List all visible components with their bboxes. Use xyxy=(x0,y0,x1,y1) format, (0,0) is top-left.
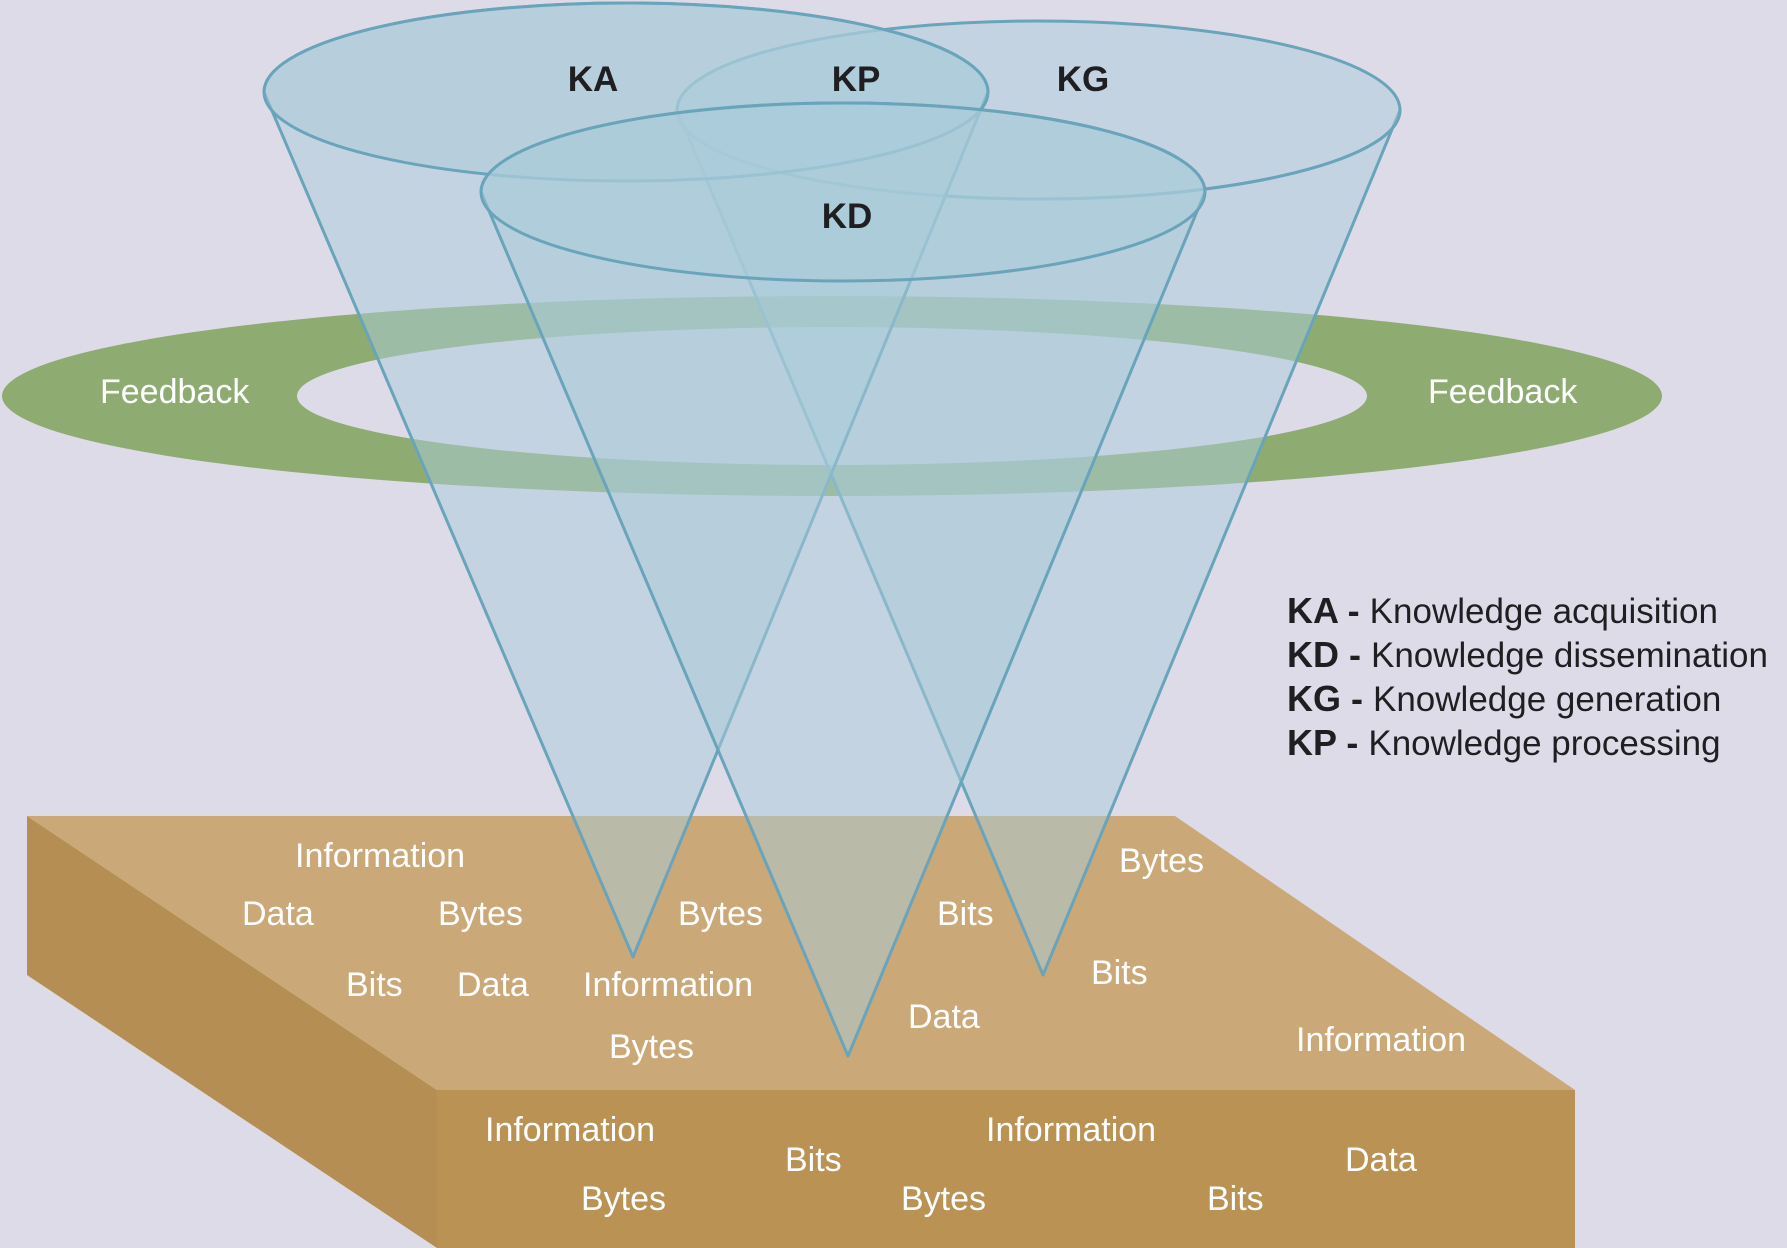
legend-separator: - xyxy=(1336,722,1368,763)
legend-abbr: KA xyxy=(1287,590,1339,631)
slab-word: Bits xyxy=(1207,1180,1264,1218)
legend: KA - Knowledge acquisition KD - Knowledg… xyxy=(1287,590,1768,763)
cone-kd-rim xyxy=(479,101,1207,283)
legend-definition: Knowledge dissemination xyxy=(1371,636,1768,675)
slab-word: Data xyxy=(1345,1141,1417,1179)
data-slab: Information Data Bytes Bytes Bits Bytes … xyxy=(27,816,1575,1248)
legend-item-kp: KP - Knowledge processing xyxy=(1287,722,1721,763)
slab-top-face xyxy=(27,816,1575,1090)
slab-top-words: Information Data Bytes Bytes Bits Bytes … xyxy=(242,837,1466,1066)
slab-word: Information xyxy=(1296,1021,1466,1059)
slab-word: Information xyxy=(485,1111,655,1149)
slab-word: Bytes xyxy=(678,895,763,933)
slab-word: Bits xyxy=(1091,954,1148,992)
slab-front-face xyxy=(437,1090,1575,1248)
slab-word: Information xyxy=(295,837,465,875)
slab-front-words: Information Bytes Bits Information Bytes… xyxy=(485,1111,1417,1218)
slab-word: Bytes xyxy=(1119,842,1204,880)
legend-item-kd: KD - Knowledge dissemination xyxy=(1287,634,1768,675)
cone-label-kp: KP xyxy=(832,60,881,99)
slab-word: Bytes xyxy=(581,1180,666,1218)
legend-separator: - xyxy=(1339,634,1371,675)
slab-word: Data xyxy=(908,998,980,1036)
legend-item-kg: KG - Knowledge generation xyxy=(1287,678,1721,719)
cone-kd xyxy=(479,101,1207,1058)
knowledge-cones xyxy=(262,1,1402,1058)
legend-definition: Knowledge acquisition xyxy=(1370,592,1718,631)
slab-word: Bits xyxy=(346,966,403,1004)
legend-item-ka: KA - Knowledge acquisition xyxy=(1287,590,1718,631)
legend-abbr: KP xyxy=(1287,722,1336,763)
feedback-label-right: Feedback xyxy=(1428,373,1578,411)
slab-word: Information xyxy=(986,1111,1156,1149)
legend-definition: Knowledge processing xyxy=(1368,724,1720,763)
legend-abbr: KG xyxy=(1287,678,1341,719)
slab-word: Data xyxy=(242,895,314,933)
slab-word: Bytes xyxy=(438,895,523,933)
feedback-label-left: Feedback xyxy=(100,373,250,411)
legend-separator: - xyxy=(1338,590,1370,631)
legend-separator: - xyxy=(1341,678,1373,719)
cone-label-ka: KA xyxy=(568,60,619,99)
legend-abbr: KD xyxy=(1287,634,1339,675)
slab-word: Bytes xyxy=(609,1028,694,1066)
slab-word: Bits xyxy=(785,1141,842,1179)
slab-word: Data xyxy=(457,966,529,1004)
slab-word: Bytes xyxy=(901,1180,986,1218)
legend-definition: Knowledge generation xyxy=(1373,680,1721,719)
slab-word: Bits xyxy=(937,895,994,933)
cone-label-kd: KD xyxy=(822,197,873,236)
slab-word: Information xyxy=(583,966,753,1004)
cone-label-kg: KG xyxy=(1057,60,1110,99)
slab-side-face xyxy=(27,816,437,1248)
